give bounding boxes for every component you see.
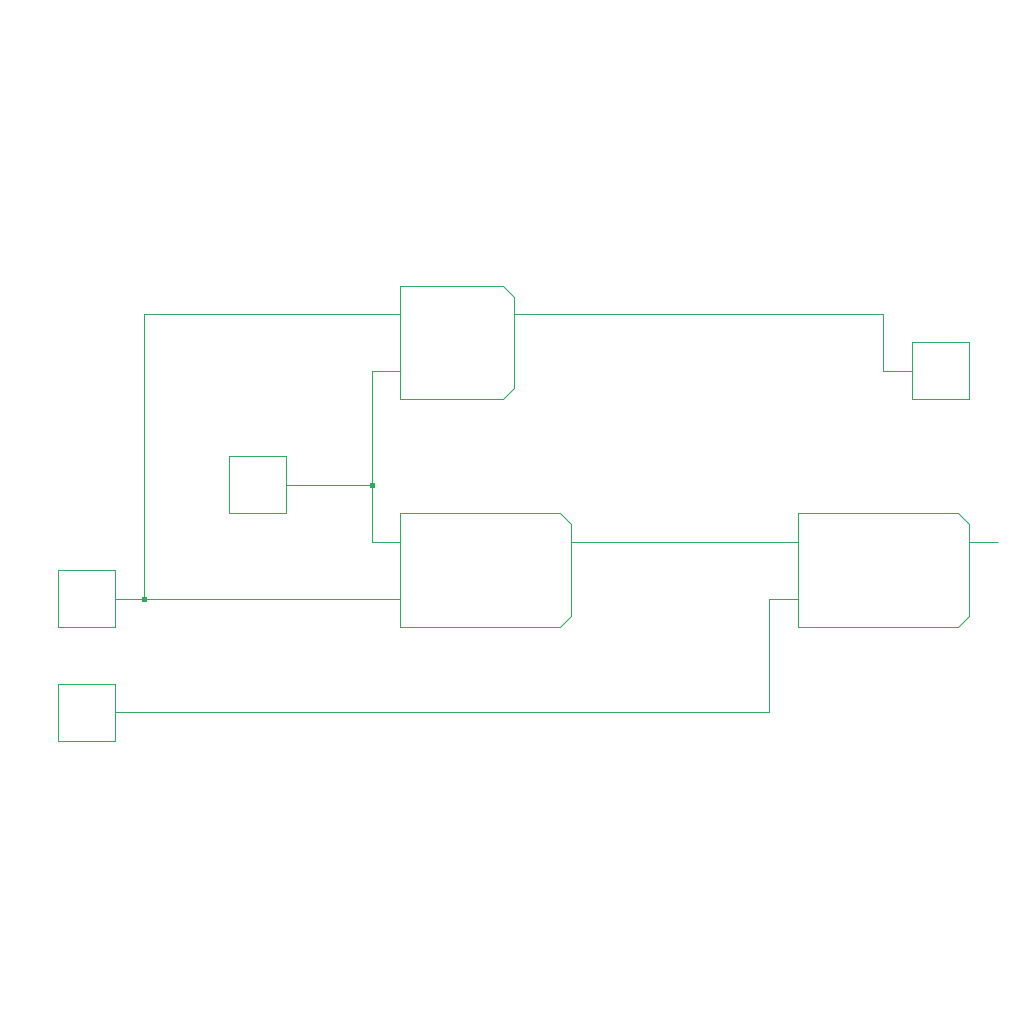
junction-dot-c xyxy=(370,483,375,488)
output-port-1[interactable] xyxy=(912,342,970,400)
input-port-c[interactable] xyxy=(229,456,287,514)
junction-dot-a xyxy=(142,597,147,602)
wire-gate-top-to-output[interactable] xyxy=(514,314,913,372)
wire-junction-to-gate-middle[interactable] xyxy=(372,485,401,543)
wire-input-b-to-gate-right[interactable] xyxy=(115,599,799,713)
wire-junction-to-gate-top[interactable] xyxy=(372,371,401,486)
input-port-a[interactable] xyxy=(58,570,116,628)
wire-input-a-to-gate-top[interactable] xyxy=(144,314,401,600)
gate-block-top[interactable] xyxy=(400,286,515,400)
gate-block-middle[interactable] xyxy=(400,513,572,628)
gate-block-right[interactable] xyxy=(798,513,970,628)
input-port-b[interactable] xyxy=(58,684,116,742)
